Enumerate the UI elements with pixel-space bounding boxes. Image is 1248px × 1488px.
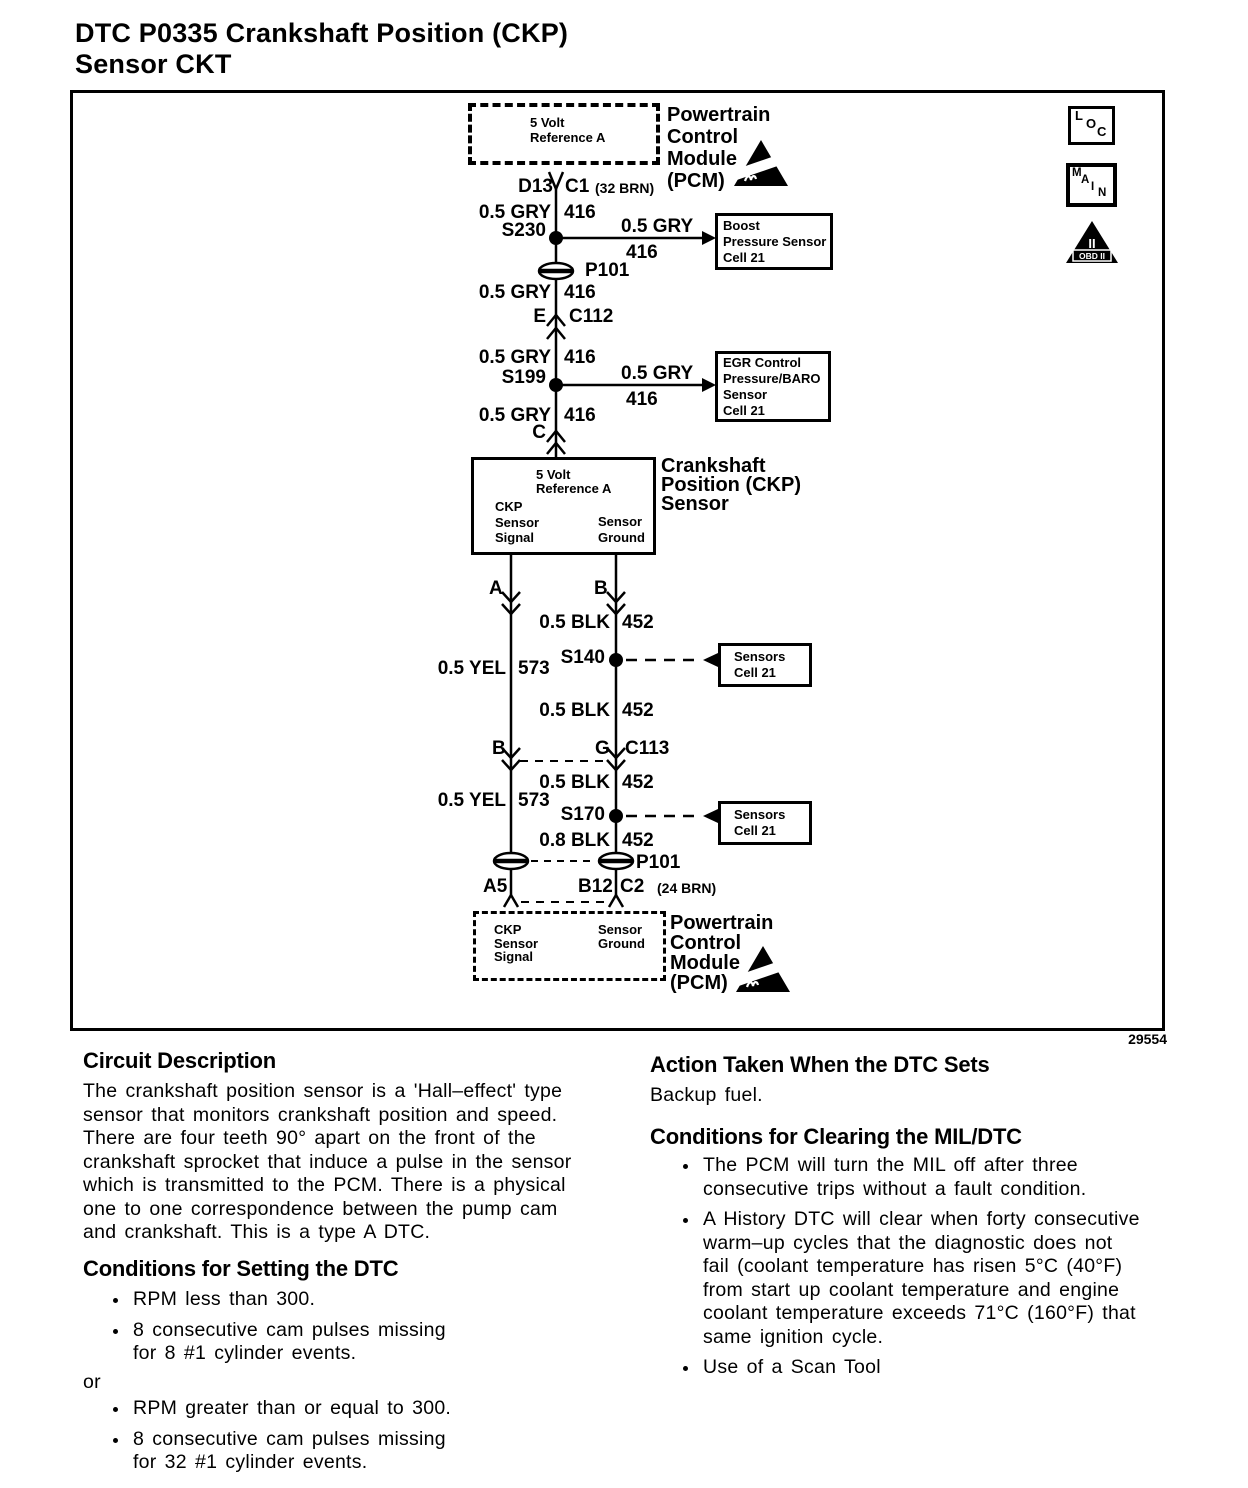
page-title: DTC P0335 Crankshaft Position (CKP)Senso… bbox=[75, 18, 569, 79]
bullet-icon bbox=[683, 1218, 688, 1223]
grommet-symbols bbox=[492, 261, 635, 871]
wire-gry-branch1: 0.5 GRY bbox=[621, 216, 694, 237]
setting-bullets-a: RPM less than 300. 8 consecutive cam pul… bbox=[113, 1288, 446, 1373]
wire-gry-4: 0.5 GRY bbox=[478, 405, 551, 426]
main-icon: M A I N bbox=[1066, 163, 1117, 207]
splice-s199: S199 bbox=[501, 367, 546, 388]
bullet-item: RPM greater than or equal to 300. bbox=[113, 1397, 451, 1421]
ckt-573-1: 573 bbox=[518, 658, 550, 679]
or-label: or bbox=[83, 1371, 101, 1393]
p101-top-label: P101 bbox=[585, 260, 630, 281]
ckt-452-1: 452 bbox=[622, 612, 654, 633]
conn-top-note: (32 BRN) bbox=[595, 180, 655, 196]
setting-heading: Conditions for Setting the DTC bbox=[83, 1256, 399, 1281]
pin-c: C bbox=[532, 422, 546, 443]
action-heading: Action Taken When the DTC Sets bbox=[650, 1052, 990, 1077]
bullet-icon bbox=[683, 1164, 688, 1169]
setting-bullets-b: RPM greater than or equal to 300. 8 cons… bbox=[113, 1397, 451, 1482]
clearing-bullets: The PCM will turn the MIL off after thre… bbox=[683, 1154, 1140, 1387]
conn-bottom-note: (24 BRN) bbox=[657, 880, 717, 896]
pin-d13: D13 bbox=[518, 176, 553, 197]
bullet-item: A History DTC will clear when forty cons… bbox=[683, 1208, 1140, 1349]
ckt-416-1: 416 bbox=[564, 202, 596, 223]
bullet-icon bbox=[113, 1298, 118, 1303]
ckt-416-4: 416 bbox=[564, 405, 596, 426]
bullet-item: RPM less than 300. bbox=[113, 1288, 446, 1312]
pin-b: B bbox=[594, 578, 608, 599]
esd-icon-bottom bbox=[733, 946, 794, 992]
wire-blk-1: 0.5 BLK bbox=[539, 612, 610, 633]
ckt-416-branch2: 416 bbox=[626, 389, 658, 410]
ckt-416-2: 416 bbox=[564, 282, 596, 303]
ckt-452-2: 452 bbox=[622, 700, 654, 721]
ckt-573-2: 573 bbox=[518, 790, 550, 811]
conn-c113: C113 bbox=[625, 738, 670, 759]
ckt-452-4: 452 bbox=[622, 830, 654, 851]
pin-e: E bbox=[533, 306, 546, 327]
splice-s170: S170 bbox=[560, 804, 605, 825]
pin-a: A bbox=[489, 578, 503, 599]
wire-gry-1: 0.5 GRY bbox=[478, 202, 551, 223]
esd-icon-top bbox=[731, 140, 792, 186]
cavity-c1: C1 bbox=[565, 176, 590, 197]
splice-dots bbox=[549, 231, 623, 823]
circuit-description-body: The crankshaft position sensor is a 'Hal… bbox=[83, 1080, 572, 1243]
splice-s230: S230 bbox=[501, 220, 546, 241]
svg-text:OBD II: OBD II bbox=[1079, 251, 1105, 261]
bullet-icon bbox=[113, 1437, 118, 1443]
pin-a5: A5 bbox=[483, 876, 508, 897]
conn-c112: C112 bbox=[569, 306, 614, 327]
obdii-icon: II OBD II bbox=[1066, 221, 1118, 263]
circuit-description-heading: Circuit Description bbox=[83, 1048, 277, 1073]
pin-b-c113: B bbox=[492, 738, 506, 759]
bullet-icon bbox=[683, 1366, 688, 1371]
wire-gry-branch2: 0.5 GRY bbox=[621, 363, 694, 384]
wiring-svg: II OBD II bbox=[492, 140, 1118, 992]
splice-s140: S140 bbox=[560, 647, 605, 668]
wire-blk8: 0.8 BLK bbox=[539, 830, 610, 851]
figure-number: 29554 bbox=[1128, 1031, 1167, 1047]
wire-gry-3: 0.5 GRY bbox=[478, 347, 551, 368]
ckt-452-3: 452 bbox=[622, 772, 654, 793]
ckt-416-branch1: 416 bbox=[626, 242, 658, 263]
p101-bottom-label: P101 bbox=[636, 852, 681, 873]
wire-yel-2: 0.5 YEL bbox=[437, 790, 506, 811]
pin-b12: B12 bbox=[578, 876, 613, 897]
wire-gry-2: 0.5 GRY bbox=[478, 282, 551, 303]
clearing-heading: Conditions for Clearing the MIL/DTC bbox=[650, 1124, 1022, 1149]
cavity-c2: C2 bbox=[620, 876, 645, 897]
bullet-item: Use of a Scan Tool bbox=[683, 1356, 1140, 1380]
loc-icon: L O C bbox=[1068, 106, 1115, 145]
pin-g-c113: G bbox=[595, 738, 610, 759]
grommet-p101-bottom-right bbox=[597, 851, 635, 871]
ckt-416-3: 416 bbox=[564, 347, 596, 368]
wire-blk-3: 0.5 BLK bbox=[539, 772, 610, 793]
svg-text:II: II bbox=[1088, 236, 1095, 251]
grommet-p101-top bbox=[537, 261, 575, 281]
bullet-icon bbox=[113, 1328, 118, 1334]
wire-yel-1: 0.5 YEL bbox=[437, 658, 506, 679]
wire-blk-2: 0.5 BLK bbox=[539, 700, 610, 721]
bullet-item: The PCM will turn the MIL off after thre… bbox=[683, 1154, 1140, 1201]
dashed-links bbox=[520, 658, 702, 903]
action-body: Backup fuel. bbox=[650, 1084, 763, 1106]
connector-chevrons bbox=[501, 313, 626, 772]
bullet-icon bbox=[113, 1407, 118, 1412]
branch-arrows bbox=[702, 231, 718, 823]
grommet-p101-bottom-left bbox=[492, 851, 530, 871]
